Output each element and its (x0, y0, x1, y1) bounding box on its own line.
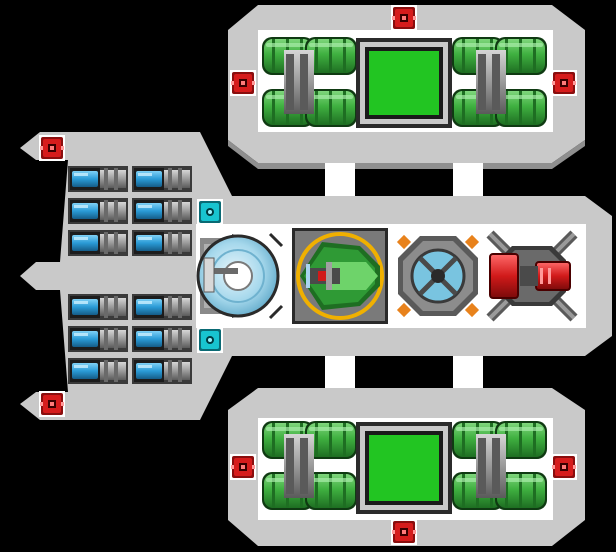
strut-top-right (453, 163, 483, 196)
strut-top-left (325, 163, 355, 196)
red-turret-module (486, 230, 578, 322)
red-emitter-icon[interactable] (39, 135, 65, 161)
red-emitter-icon[interactable] (551, 454, 577, 480)
cyan-port-icon[interactable] (197, 327, 223, 353)
red-emitter-icon[interactable] (391, 5, 417, 31)
strut-bot-left (325, 356, 355, 388)
strut-bot-right (453, 356, 483, 388)
red-emitter-icon[interactable] (39, 391, 65, 417)
gyro-module (392, 230, 484, 322)
shield-dome-module (196, 230, 288, 322)
cyan-port-icon[interactable] (197, 199, 223, 225)
red-emitter-icon[interactable] (230, 454, 256, 480)
red-emitter-icon[interactable] (551, 70, 577, 96)
bottom-pod-screen (356, 422, 452, 514)
top-pod-screen (356, 38, 452, 128)
command-core-module (292, 228, 388, 324)
red-emitter-icon[interactable] (230, 70, 256, 96)
red-emitter-icon[interactable] (391, 519, 417, 545)
